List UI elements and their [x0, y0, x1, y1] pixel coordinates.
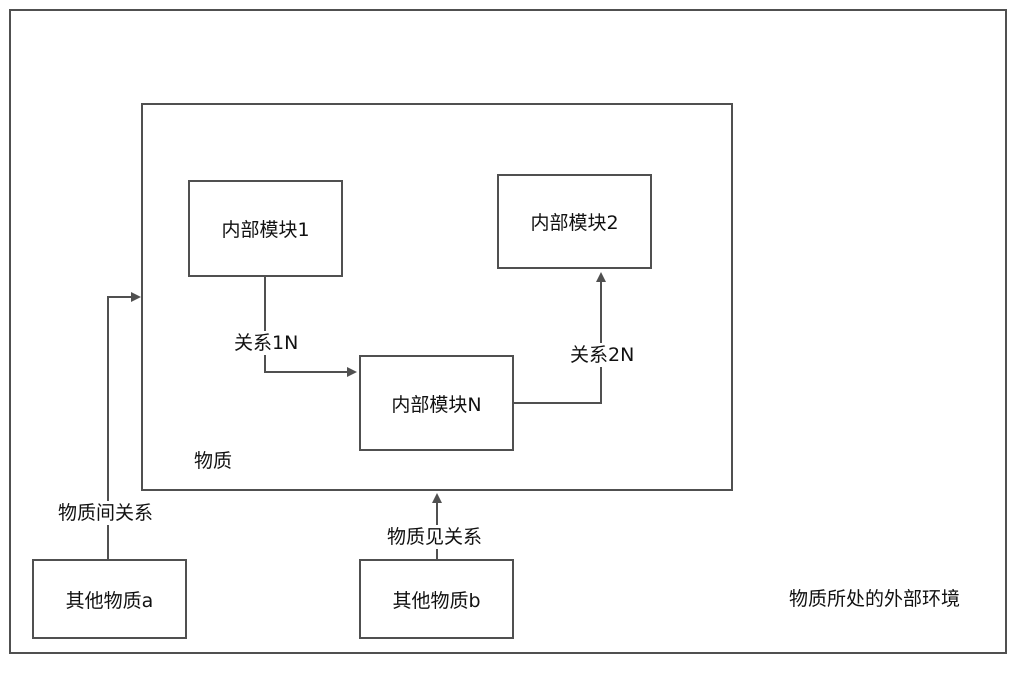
- relation-2n-label: 关系2N: [568, 343, 637, 367]
- other-substance-a-label: 其他物质a: [65, 589, 154, 612]
- substance-label: 物质: [192, 449, 235, 473]
- internal-module-1-label: 内部模块1: [221, 219, 310, 241]
- inter-substance-relation-label: 物质间关系: [56, 501, 156, 525]
- other-substance-b: 其他物质b: [359, 559, 514, 639]
- environment-label: 物质所处的外部环境: [787, 587, 963, 611]
- substance-b-relation-label: 物质见关系: [385, 525, 485, 549]
- internal-module-n-label: 内部模块N: [391, 393, 482, 416]
- internal-module-2-label: 内部模块2: [530, 212, 619, 234]
- internal-module-2: 内部模块2: [497, 174, 652, 269]
- other-substance-a: 其他物质a: [32, 559, 187, 639]
- internal-module-1: 内部模块1: [188, 180, 343, 277]
- other-substance-b-label: 其他物质b: [392, 589, 481, 612]
- relation-1n-label: 关系1N: [232, 331, 301, 355]
- internal-module-n: 内部模块N: [359, 355, 514, 451]
